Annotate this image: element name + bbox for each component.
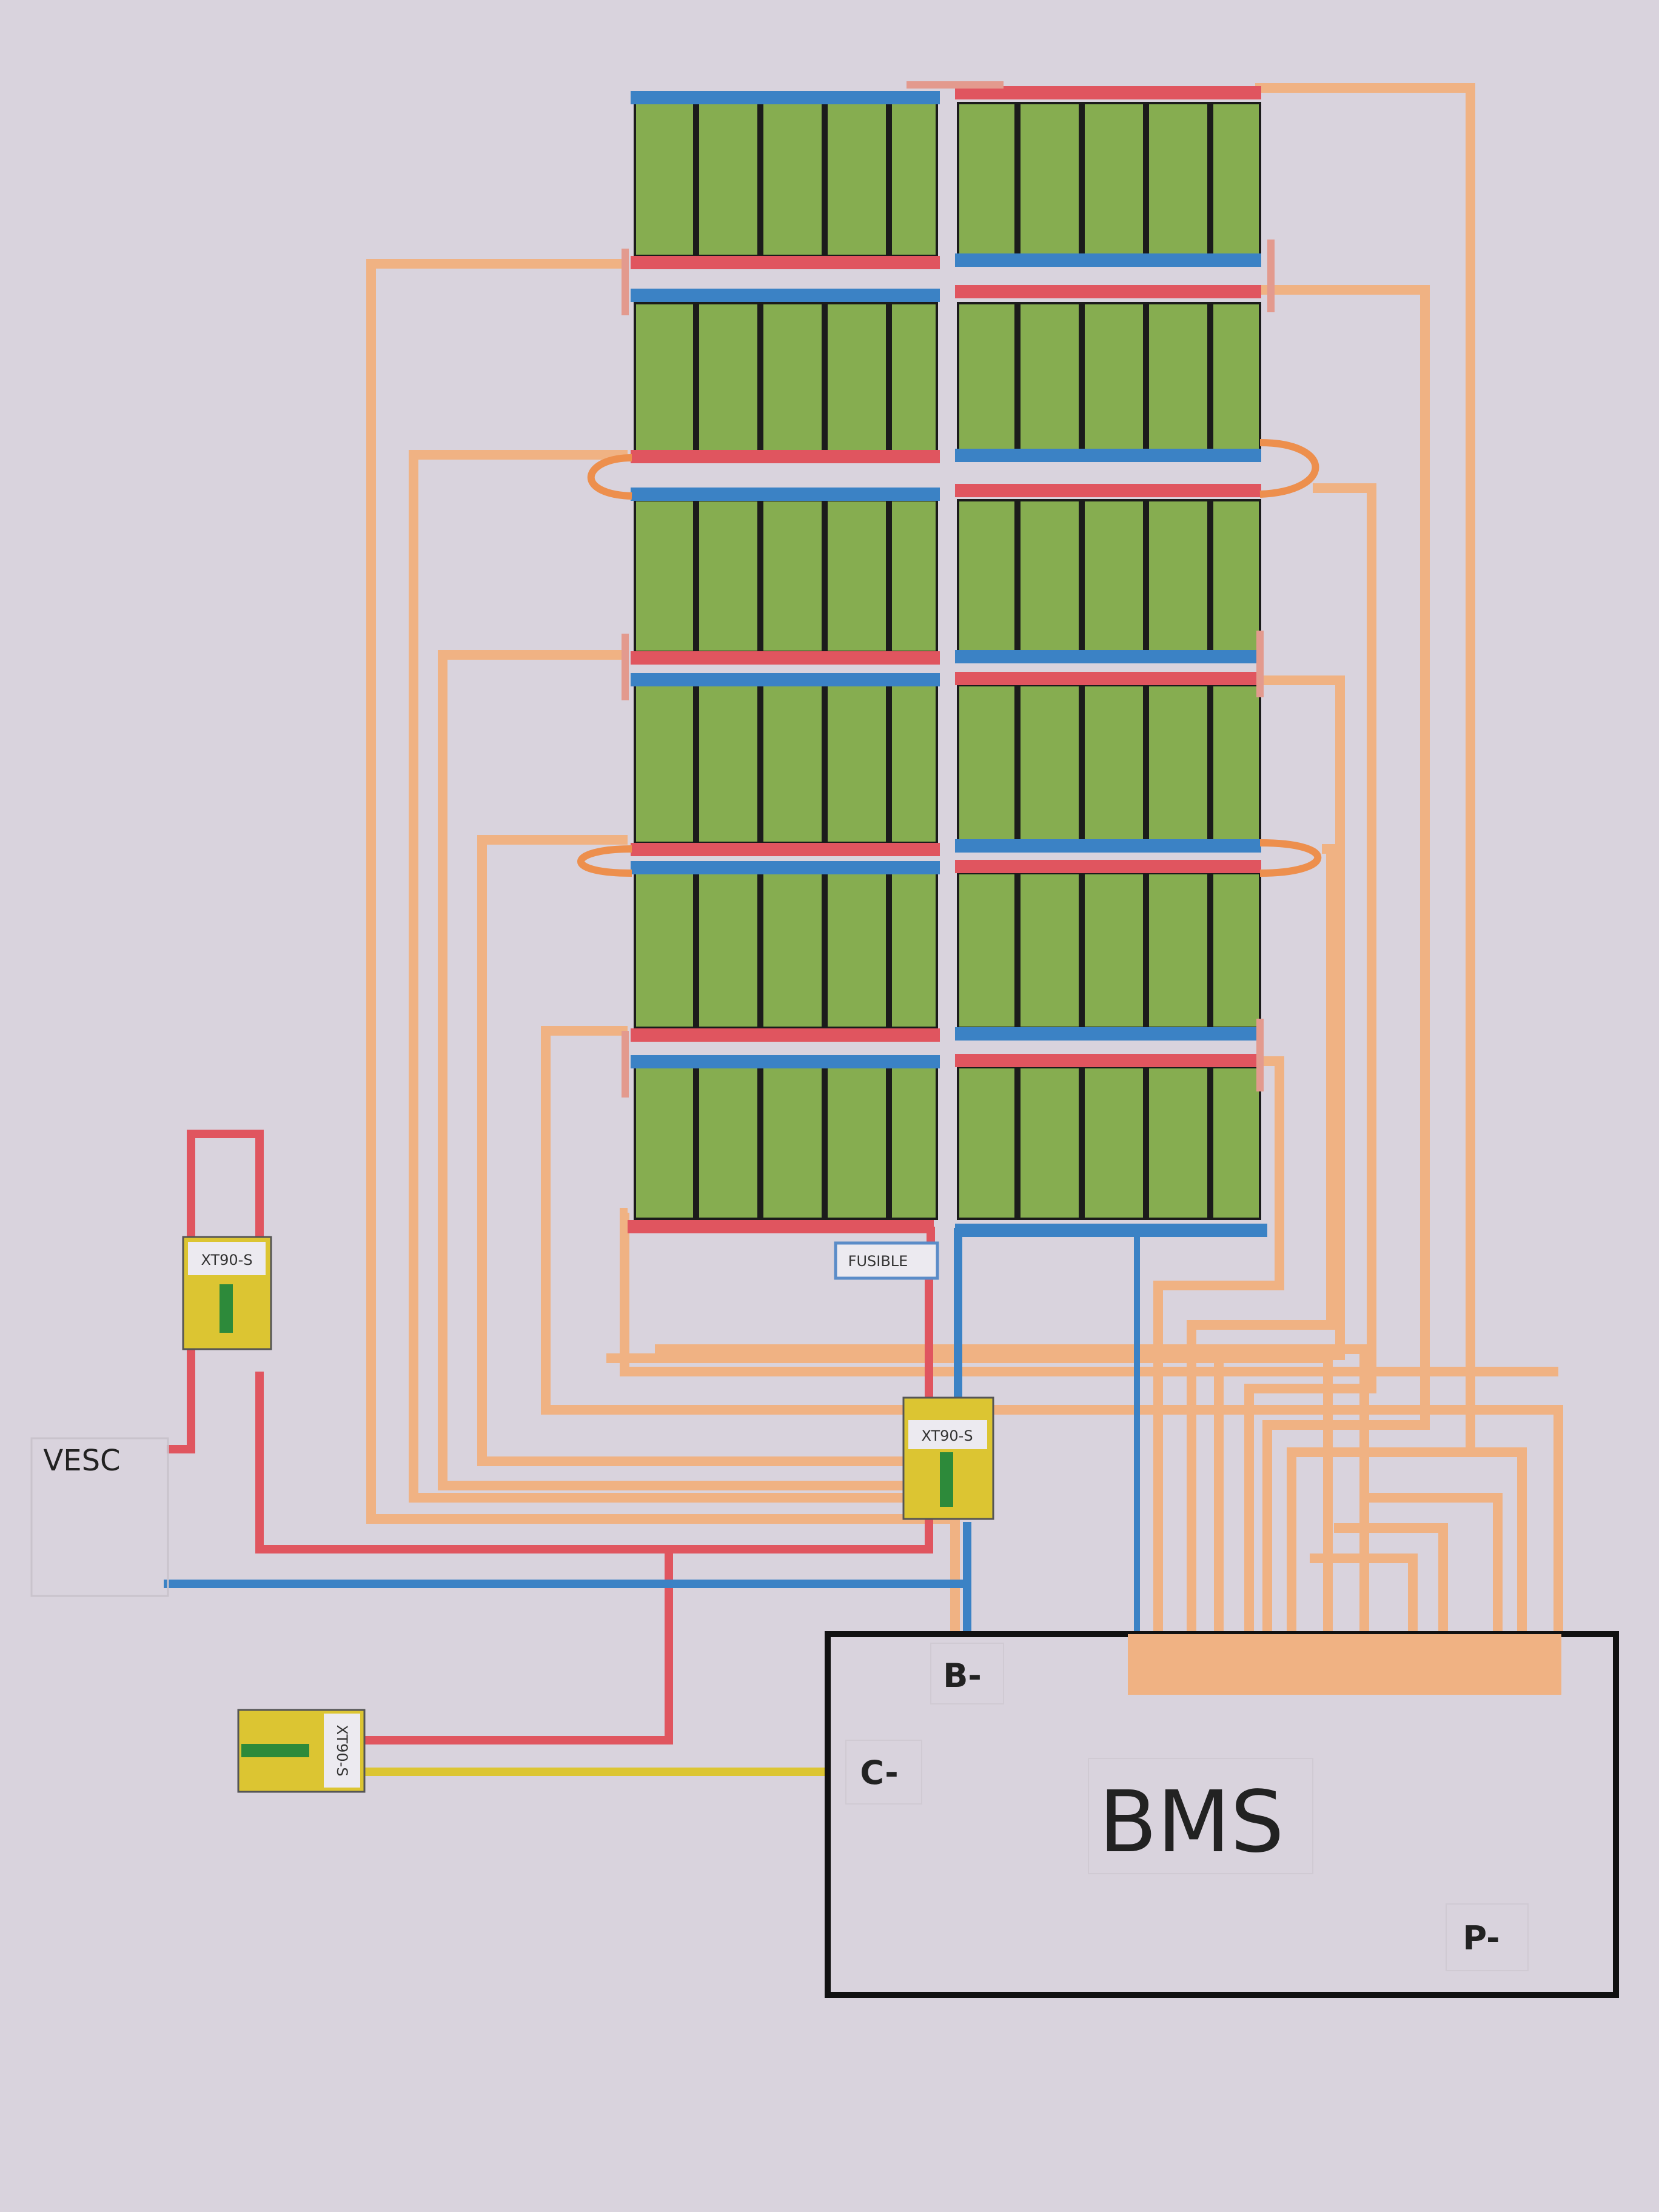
p-minus-label: P- — [1463, 1919, 1500, 1957]
strip-g1-l-blue — [631, 289, 940, 302]
xt90-connector-bottom: XT90-S — [237, 1709, 366, 1793]
balance-wire-8 — [1261, 285, 1430, 1631]
cell-group-right-3 — [957, 499, 1261, 653]
strip-top-left — [631, 91, 940, 104]
cell-group-left-6 — [634, 1066, 938, 1220]
loop-right-2 — [1259, 439, 1319, 498]
xt90-middle-label: XT90-S — [921, 1427, 973, 1444]
c-minus-box — [845, 1740, 922, 1805]
strip-bottom-right — [955, 1224, 1267, 1237]
strip-bottom-left — [628, 1220, 934, 1233]
battery-pack — [634, 102, 1261, 1220]
cell-group-left-2 — [634, 302, 938, 456]
series-loops — [577, 439, 1322, 877]
strip-g1-r-blue — [955, 253, 1261, 267]
loop-left-4 — [577, 845, 632, 877]
balance-wire-17 — [1334, 1523, 1448, 1631]
tab-left-3 — [622, 634, 629, 700]
top-link — [907, 81, 1004, 89]
xt90-connector-top: XT90-S — [182, 1236, 272, 1350]
balance-wire-10 — [1214, 675, 1345, 1631]
xt90-bottom-label-bg — [324, 1714, 360, 1788]
cell-group-left-4 — [634, 684, 938, 844]
red-wire-vesc-loop — [187, 1130, 264, 1249]
red-wire-vesc-in — [167, 1346, 195, 1453]
strip-g4-l-blue — [631, 861, 940, 874]
bms-balance-header — [1128, 1634, 1561, 1695]
red-wire-branch — [364, 1546, 673, 1744]
balance-wire-11 — [1187, 844, 1336, 1631]
vesc-box — [30, 1437, 169, 1597]
balance-wire-15 — [1413, 1447, 1527, 1631]
xt90-middle-pin — [940, 1452, 953, 1507]
cell-group-right-5 — [957, 872, 1261, 1029]
xt90-bottom-pin — [241, 1744, 309, 1757]
bms-label-box — [1088, 1758, 1313, 1874]
series-strips — [628, 81, 1267, 1237]
strip-g2-l-red — [631, 450, 940, 463]
cell-group-left-1 — [634, 102, 938, 257]
strip-g4-r-blue — [955, 839, 1261, 853]
balance-wire-16 — [1361, 1493, 1503, 1631]
strip-g3-r-blue — [955, 650, 1261, 663]
strip-g4-r-red — [955, 860, 1261, 873]
cell-group-right-4 — [957, 684, 1261, 844]
strip-g5-r-red — [955, 1054, 1261, 1067]
xt90-top-pin — [220, 1284, 233, 1333]
strip-g5-l-blue — [631, 1055, 940, 1068]
cell-group-right-1 — [957, 102, 1261, 257]
strip-g2-r-red — [955, 484, 1261, 497]
xt90-top-label: XT90-S — [201, 1252, 252, 1269]
vesc: VESC — [30, 1437, 169, 1597]
bms: B- C- BMS P- — [825, 1631, 1619, 1998]
xt90-middle-label-bg — [908, 1420, 987, 1449]
strip-g3-l-red — [631, 651, 940, 665]
cell-group-right-2 — [957, 302, 1261, 456]
strip-g2-l-blue — [631, 488, 940, 501]
xt90-connector-middle: XT90-S — [902, 1396, 994, 1520]
p-minus-box — [1446, 1903, 1529, 1971]
bms-label: BMS — [1099, 1773, 1284, 1872]
c-minus-label: C- — [860, 1754, 898, 1792]
strip-g1-l-red — [631, 256, 940, 269]
balance-wire-13 — [606, 1353, 1333, 1631]
balance-wire-9 — [1244, 483, 1376, 1631]
balance-wire-18 — [1310, 1553, 1418, 1631]
cell-group-left-3 — [634, 499, 938, 653]
loop-right-4 — [1259, 839, 1322, 877]
cell-group-left-5 — [634, 872, 938, 1029]
strip-g5-r-blue — [955, 1027, 1261, 1041]
fuse-label: FUSIBLE — [848, 1253, 908, 1270]
balance-wires — [366, 83, 1563, 1700]
strip-g2-r-blue — [955, 449, 1261, 462]
cell-group-right-6 — [957, 1066, 1261, 1220]
fuse: FUSIBLE — [834, 1241, 939, 1280]
tab-left-5 — [622, 1031, 629, 1098]
tab-left-1 — [622, 249, 629, 315]
b-minus-label: B- — [943, 1657, 982, 1695]
strip-top-right — [955, 86, 1261, 99]
tab-right-3 — [1256, 631, 1264, 697]
vesc-label: VESC — [43, 1444, 120, 1478]
side-tabs — [622, 240, 1275, 1098]
xt90-bottom-label: XT90-S — [333, 1724, 350, 1776]
balance-wire-14 — [655, 1344, 1369, 1631]
strip-g3-r-red — [955, 672, 1261, 685]
xt90-top-label-bg — [188, 1242, 266, 1275]
balance-wire-5 — [541, 1026, 1563, 1695]
strip-g5-l-red — [631, 1028, 940, 1042]
balance-wire-12 — [1153, 1056, 1284, 1631]
fuse-box — [834, 1241, 939, 1280]
b-minus-box — [930, 1643, 1004, 1704]
balance-wire-6 — [620, 1208, 1558, 1376]
strip-g1-r-red — [955, 285, 1261, 298]
tab-right-1 — [1267, 240, 1275, 312]
strip-g3-l-blue — [631, 673, 940, 686]
strip-g4-l-red — [631, 843, 940, 856]
tab-right-5 — [1256, 1019, 1264, 1091]
loop-left-2 — [587, 454, 632, 500]
